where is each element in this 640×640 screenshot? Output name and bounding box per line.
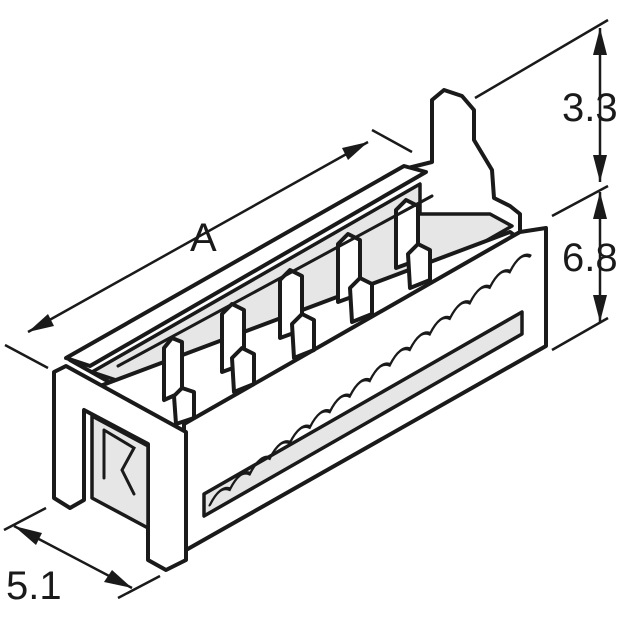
pin-4: [336, 232, 374, 324]
end-cap-latch: [102, 428, 137, 496]
dimension-label-a: A: [190, 216, 217, 260]
dimension-6-8: [551, 192, 609, 352]
dimension-5-1: [3, 506, 161, 600]
end-cap-window: [90, 414, 150, 530]
dimension-label-3-3: 3.3: [562, 86, 618, 130]
pin-rail: [116, 194, 434, 368]
pin-3: [278, 268, 316, 360]
pin-2: [220, 302, 256, 394]
dimension-label-5-1: 5.1: [6, 564, 62, 608]
front-wall-slot: [202, 310, 524, 518]
pin-5: [394, 198, 432, 290]
dimension-a: [4, 128, 413, 370]
pin-1: [162, 336, 196, 426]
bottom-ribs: [208, 253, 532, 507]
top-rim: [64, 164, 428, 368]
dimension-label-6-8: 6.8: [562, 236, 618, 280]
dimension-3-3: [474, 18, 609, 218]
